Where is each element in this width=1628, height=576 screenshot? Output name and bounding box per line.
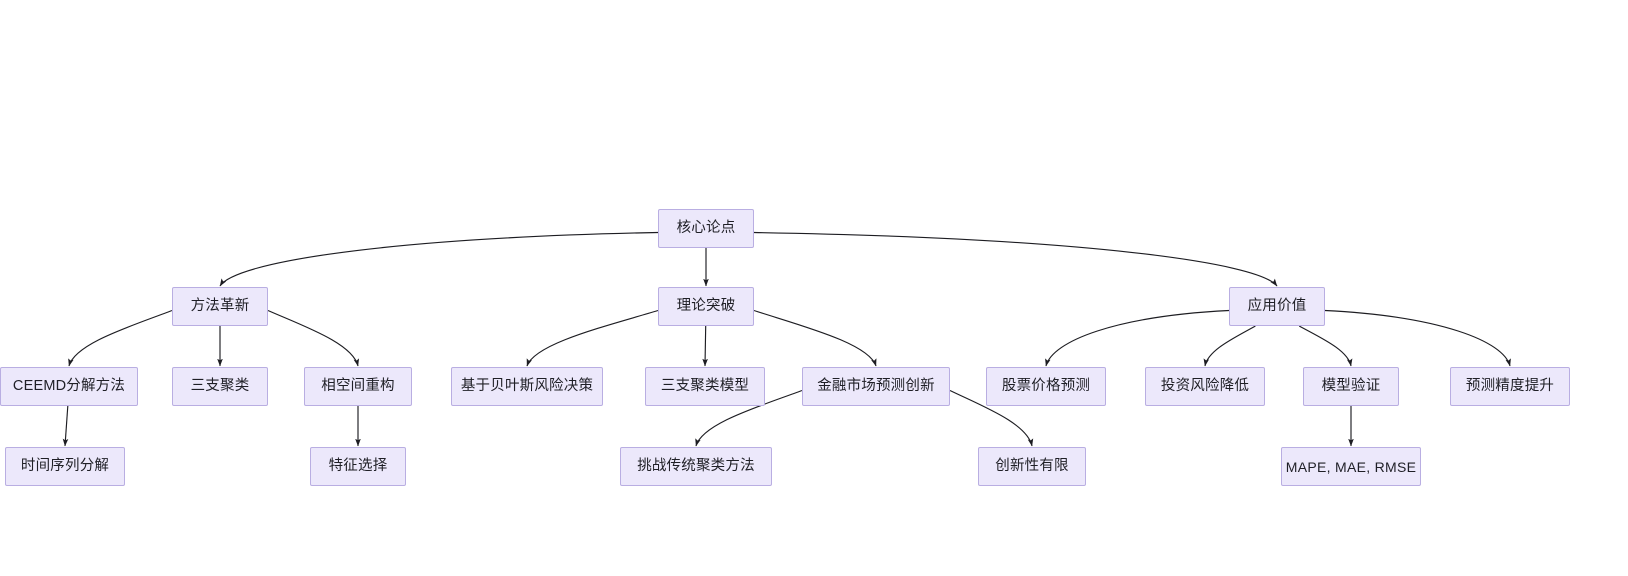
diagram-node-l3i[interactable]: 模型验证 (1303, 367, 1399, 406)
node-label: 核心论点 (676, 220, 736, 237)
node-label: 时间序列分解 (20, 458, 110, 475)
edge-l2b-to-l3e (702, 325, 708, 367)
edge-root-to-l2a (219, 231, 659, 287)
diagram-node-l3a[interactable]: CEEMD分解方法 (0, 367, 138, 406)
diagram-node-root[interactable]: 核心论点 (658, 209, 754, 248)
diagram-node-l4e[interactable]: MAPE, MAE, RMSE (1281, 447, 1421, 486)
edge-root-to-l2c (753, 231, 1278, 287)
diagram-node-l3g[interactable]: 股票价格预测 (986, 367, 1106, 406)
node-label: 投资风险降低 (1160, 378, 1250, 395)
edge-l2c-to-l3i (1298, 325, 1353, 367)
diagram-node-l4a[interactable]: 时间序列分解 (5, 447, 125, 486)
diagram-node-l4b[interactable]: 特征选择 (310, 447, 406, 486)
diagram-node-l3e[interactable]: 三支聚类模型 (645, 367, 765, 406)
diagram-node-l3h[interactable]: 投资风险降低 (1145, 367, 1265, 406)
edge-l3a-to-l4a (62, 405, 69, 447)
node-label: 创新性有限 (995, 458, 1069, 475)
node-label: 基于贝叶斯风险决策 (460, 378, 594, 395)
node-label: 预测精度提升 (1465, 378, 1555, 395)
node-label: 相空间重构 (321, 378, 395, 395)
diagram-node-l2c[interactable]: 应用价值 (1229, 287, 1325, 326)
diagram-node-l3j[interactable]: 预测精度提升 (1450, 367, 1570, 406)
diagram-node-l3d[interactable]: 基于贝叶斯风险决策 (451, 367, 603, 406)
edge-l2a-to-l3a (68, 309, 173, 367)
diagram-node-l3b[interactable]: 三支聚类 (172, 367, 268, 406)
node-label: CEEMD分解方法 (12, 378, 126, 395)
node-label: 方法革新 (190, 298, 250, 315)
diagram-node-l2b[interactable]: 理论突破 (658, 287, 754, 326)
diagram-node-l3c[interactable]: 相空间重构 (304, 367, 412, 406)
diagram-node-l2a[interactable]: 方法革新 (172, 287, 268, 326)
node-label: 金融市场预测创新 (817, 378, 935, 395)
diagram-node-l3f[interactable]: 金融市场预测创新 (802, 367, 950, 406)
diagram-node-l4c[interactable]: 挑战传统聚类方法 (620, 447, 772, 486)
node-label: 挑战传统聚类方法 (637, 458, 755, 475)
node-label: 模型验证 (1321, 378, 1381, 395)
node-label: 股票价格预测 (1001, 378, 1091, 395)
edge-l2c-to-l3j (1324, 309, 1511, 367)
node-label: 理论突破 (676, 298, 736, 315)
edge-l2a-to-l3c (267, 309, 360, 367)
node-label: 特征选择 (328, 458, 388, 475)
node-label: 应用价值 (1247, 298, 1307, 315)
node-label: 三支聚类模型 (660, 378, 750, 395)
node-label: 三支聚类 (190, 378, 250, 395)
node-label: MAPE, MAE, RMSE (1285, 458, 1417, 475)
diagram-node-l4d[interactable]: 创新性有限 (978, 447, 1086, 486)
edge-l2c-to-l3h (1203, 325, 1256, 367)
edge-l2b-to-l3d (526, 309, 659, 367)
edge-l2b-to-l3f (753, 309, 877, 367)
edge-l2c-to-l3g (1045, 309, 1230, 367)
